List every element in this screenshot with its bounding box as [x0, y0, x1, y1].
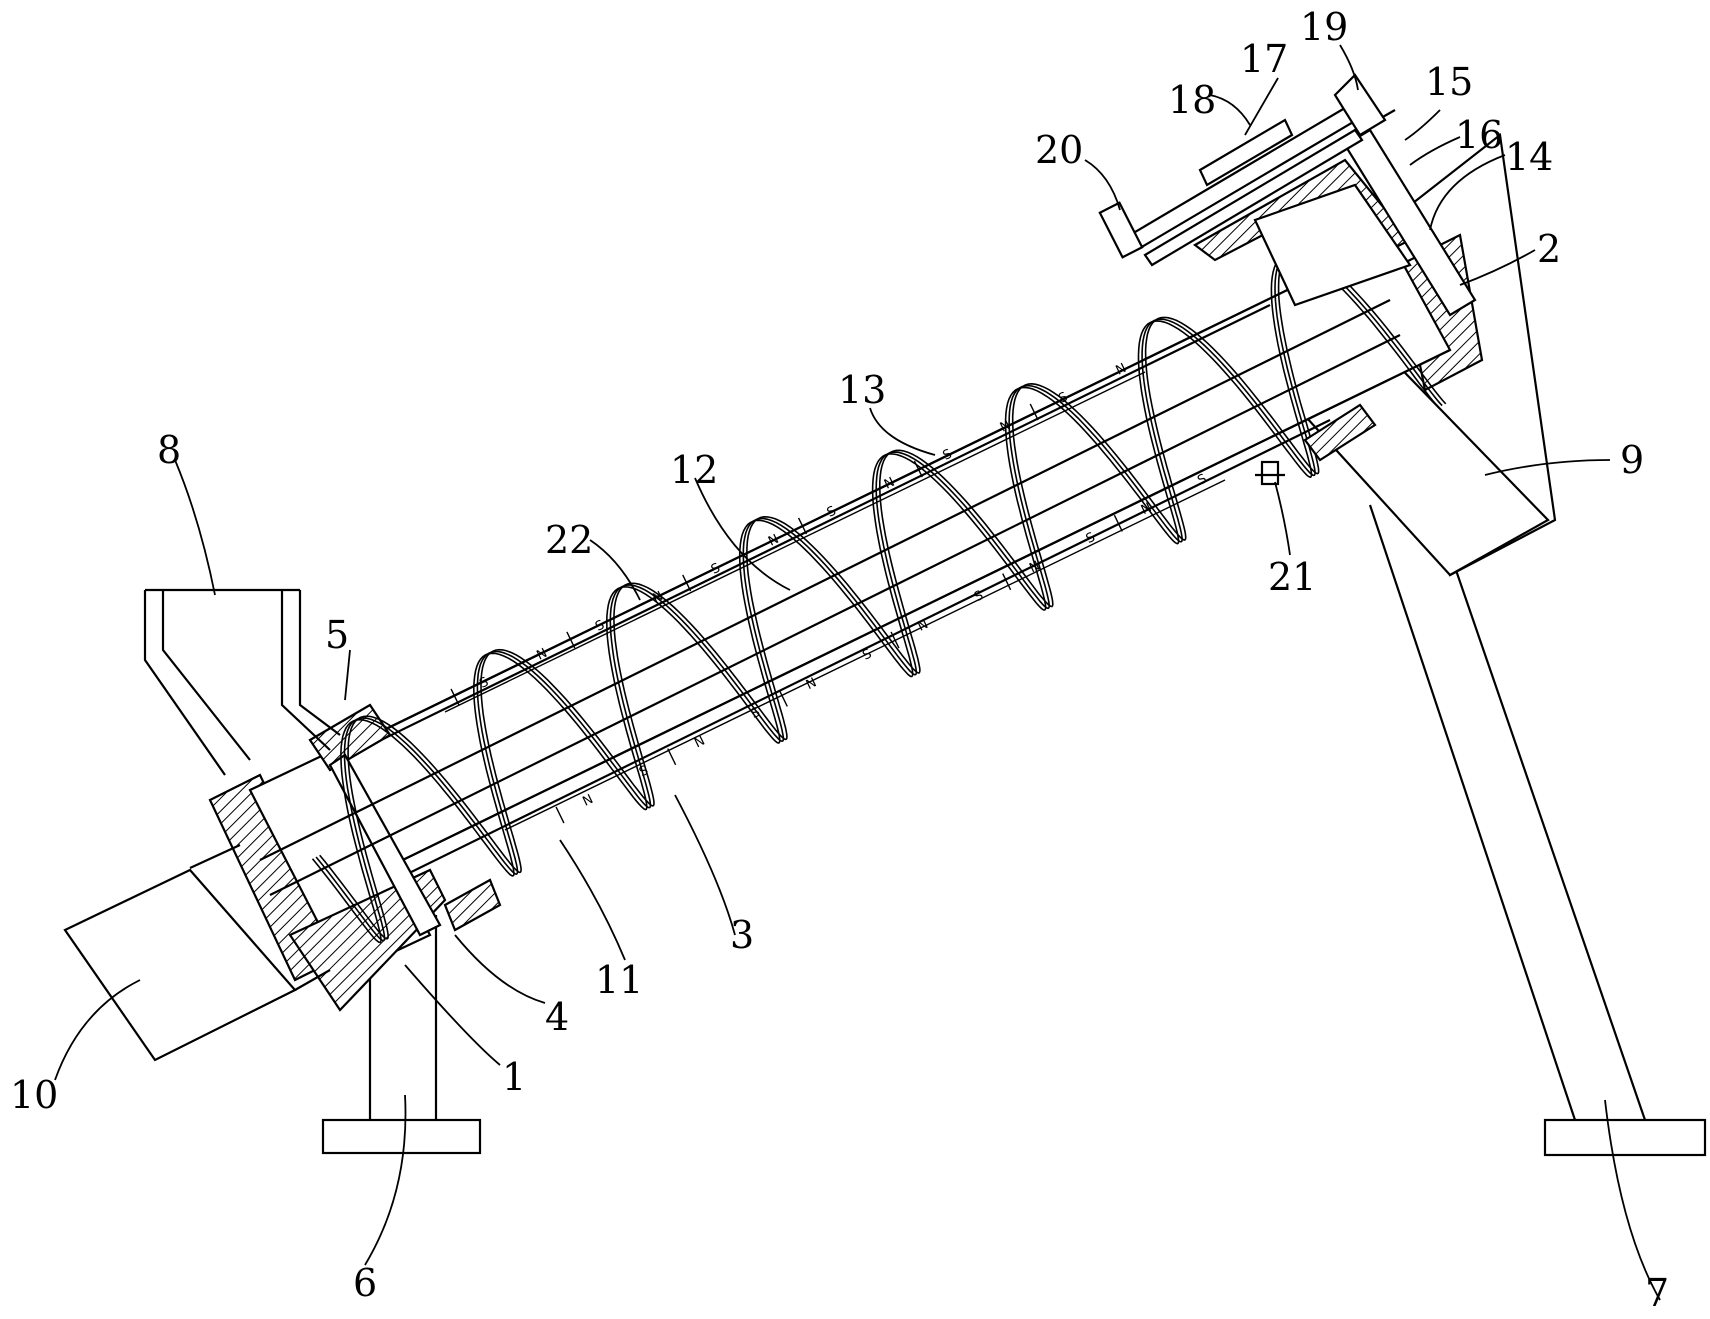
- lower-magnet-6: N: [915, 617, 930, 635]
- lower-magnet-divider-2: [667, 748, 677, 766]
- label-11: 11: [595, 958, 643, 1002]
- lower-magnet-divider-10: [1113, 514, 1123, 532]
- label-13: 13: [838, 368, 886, 412]
- label-1: 1: [502, 1055, 526, 1099]
- label-12: 12: [670, 448, 718, 492]
- lower-magnet-0: N: [580, 792, 595, 810]
- lower-magnet-5: S: [860, 646, 874, 663]
- label-10: 10: [10, 1073, 58, 1117]
- drive-motor: [63, 844, 331, 1062]
- label-17: 17: [1240, 37, 1288, 81]
- upper-magnet-divider-4: [682, 574, 692, 592]
- lower-magnet-2: N: [692, 734, 707, 752]
- leader-lines: [54, 44, 1661, 1301]
- label-6: 6: [353, 1261, 377, 1305]
- label-21: 21: [1268, 555, 1316, 599]
- screw-flights: [311, 250, 1447, 944]
- left-support-leg: [321, 915, 482, 1155]
- lower-magnet-9: S: [1084, 530, 1098, 547]
- lower-magnet-3: S: [749, 705, 763, 722]
- label-4: 4: [545, 995, 569, 1039]
- upper-magnet-divider-6: [797, 517, 808, 535]
- label-20: 20: [1035, 128, 1083, 172]
- label-7: 7: [1645, 1271, 1669, 1315]
- lower-magnet-divider-4: [778, 689, 788, 707]
- label-22: 22: [545, 518, 593, 562]
- lower-magnet-divider-6: [890, 631, 900, 649]
- label-5: 5: [325, 613, 349, 657]
- label-15: 15: [1425, 60, 1473, 104]
- flight-helix-0: [311, 253, 1440, 944]
- right-support-leg: [1368, 479, 1707, 1157]
- upper-magnet-divider-10: [1029, 403, 1039, 421]
- part-number-labels: 1 2 3 4 5 6 7 8 9 10 11 12 13 14 15 16 1…: [10, 5, 1669, 1315]
- label-3: 3: [730, 913, 754, 957]
- upper-magnet-divider-2: [566, 631, 576, 649]
- upper-magnet-divider-0: [450, 688, 460, 706]
- label-18: 18: [1168, 78, 1216, 122]
- label-9: 9: [1620, 438, 1644, 482]
- feed-hopper: [143, 588, 341, 776]
- main-conveyor-tube: [238, 238, 1452, 912]
- lower-magnet-divider-8: [1002, 573, 1012, 591]
- flight-helix-2: [319, 250, 1447, 940]
- flight-helix-1: [315, 251, 1443, 942]
- label-16: 16: [1455, 113, 1503, 157]
- label-14: 14: [1505, 135, 1553, 179]
- lower-magnet-divider-0: [555, 806, 565, 824]
- label-2: 2: [1537, 227, 1561, 271]
- right-end-housing: [1192, 109, 1477, 462]
- top-bracket-assembly: [1098, 73, 1387, 486]
- label-8: 8: [157, 428, 181, 472]
- label-19: 19: [1300, 5, 1348, 49]
